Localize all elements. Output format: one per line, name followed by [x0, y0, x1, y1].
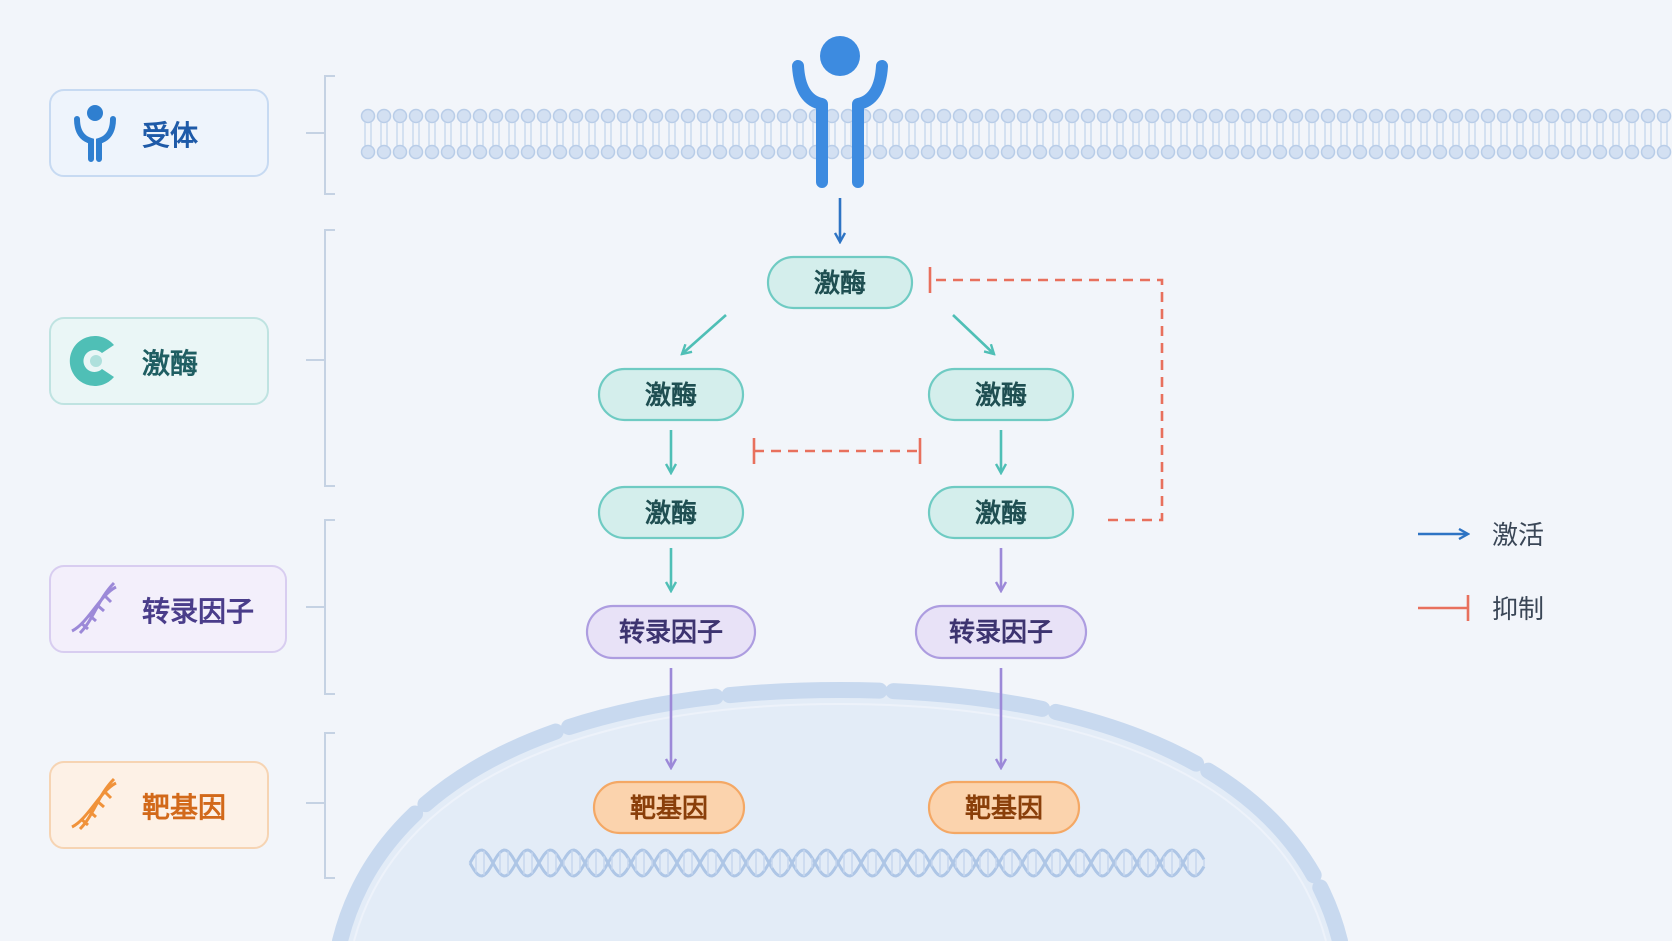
node-kinase-left-2: 激酶 — [597, 485, 745, 540]
category-card-receptor: 受体 — [49, 89, 269, 177]
svg-text:激酶: 激酶 — [975, 498, 1027, 529]
node-kinase-left-1: 激酶 — [597, 367, 745, 422]
category-label-receptor: 受体 — [142, 119, 199, 152]
category-card-kinase: 激酶 — [49, 317, 269, 405]
category-label-tf: 转录因子 — [142, 595, 254, 628]
cell-membrane — [360, 104, 1672, 164]
legend-inhibit: 抑制 — [1418, 595, 1544, 625]
node-target-right: 靶基因 — [927, 780, 1081, 835]
node-kinase-right-1: 激酶 — [927, 367, 1075, 422]
node-kinase-right-2: 激酶 — [927, 485, 1075, 540]
enzyme-icon — [69, 336, 114, 386]
receptor-icon — [792, 36, 888, 188]
category-label-kinase: 激酶 — [142, 347, 198, 380]
arrow-kinase-to-right — [952, 314, 994, 354]
svg-text:抑制: 抑制 — [1492, 595, 1544, 625]
svg-text:激活: 激活 — [1492, 521, 1544, 551]
receptor-icon — [74, 105, 116, 162]
dna-strand — [468, 848, 1206, 878]
node-kinase-top: 激酶 — [766, 255, 914, 310]
dna-icon — [71, 777, 117, 831]
svg-text:激酶: 激酶 — [645, 380, 697, 411]
category-card-tf: 转录因子 — [49, 565, 287, 653]
node-tf-left: 转录因子 — [585, 604, 757, 660]
svg-text:激酶: 激酶 — [645, 498, 697, 529]
arrow-kinase-to-left — [682, 314, 727, 354]
svg-text:靶基因: 靶基因 — [630, 794, 708, 824]
inhibit-feedback-to-top — [930, 278, 1164, 522]
inhibition-lines — [752, 267, 1164, 522]
category-brackets — [306, 75, 335, 879]
activation-arrows — [671, 198, 1001, 768]
legend: 激活 抑制 — [1418, 521, 1544, 625]
svg-text:激酶: 激酶 — [975, 380, 1027, 411]
category-card-target: 靶基因 — [49, 761, 269, 849]
legend-activate: 激活 — [1418, 521, 1544, 551]
category-label-target: 靶基因 — [142, 791, 226, 824]
dna-icon — [71, 581, 117, 635]
svg-text:转录因子: 转录因子 — [619, 618, 723, 648]
node-tf-right: 转录因子 — [914, 604, 1088, 660]
svg-text:转录因子: 转录因子 — [949, 618, 1053, 648]
node-target-left: 靶基因 — [592, 780, 746, 835]
nucleus — [332, 681, 1348, 941]
svg-text:靶基因: 靶基因 — [965, 794, 1043, 824]
svg-text:激酶: 激酶 — [814, 268, 866, 299]
